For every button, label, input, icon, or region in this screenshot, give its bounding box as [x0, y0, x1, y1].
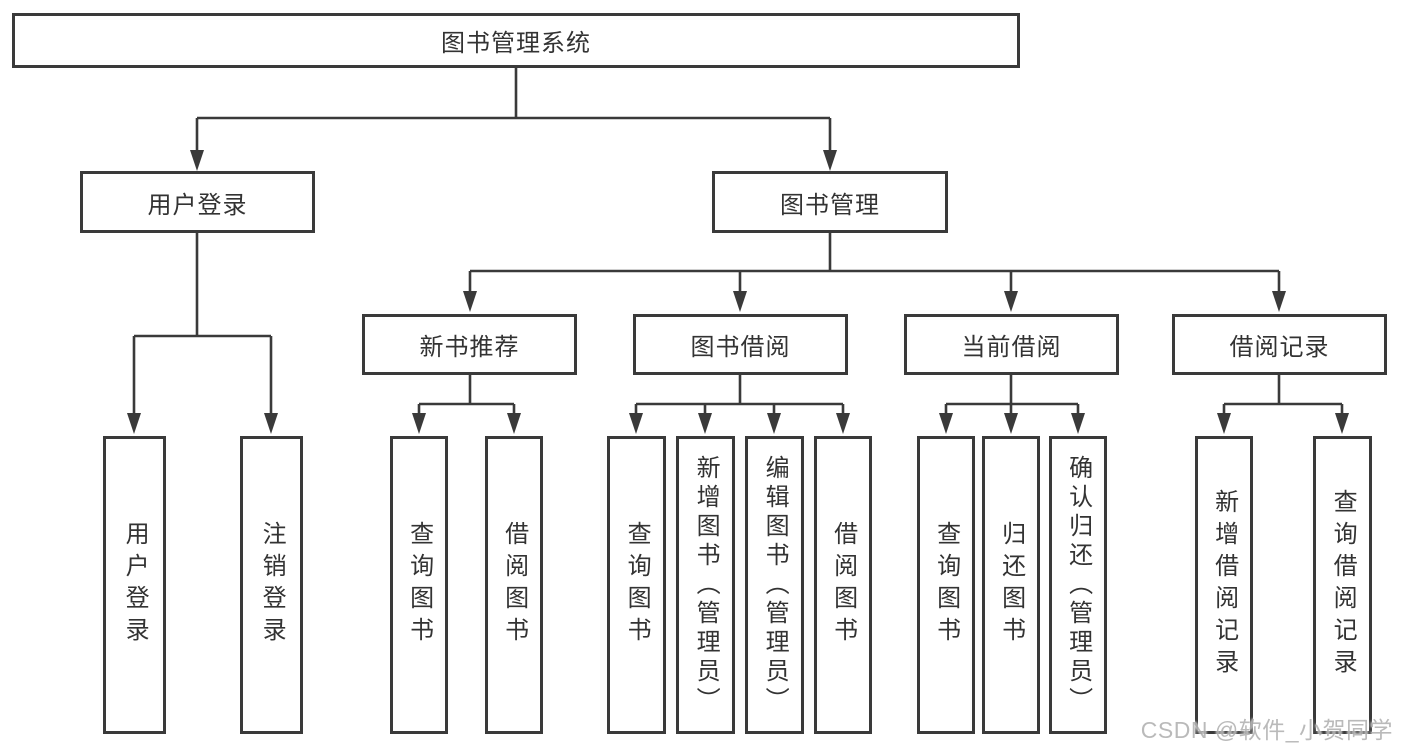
node-label: 图书借阅 — [690, 334, 791, 361]
leaf-nb-borrow-book: 借阅图书 — [485, 436, 543, 734]
node-current-borrow: 当前借阅 — [904, 314, 1119, 375]
node-label: 图书管理系统 — [441, 30, 591, 57]
node-user-login: 用户登录 — [80, 171, 315, 233]
node-label: 确认归还（管理员） — [1064, 454, 1092, 716]
leaf-cb-return-book: 归还图书 — [982, 436, 1040, 734]
node-label: 编辑图书（管理员） — [761, 454, 789, 716]
leaf-bb-query-book: 查询图书 — [607, 436, 666, 734]
node-label: 归还图书 — [997, 521, 1025, 649]
leaf-logout-login: 注销登录 — [240, 436, 303, 734]
node-new-book-recommend: 新书推荐 — [362, 314, 577, 375]
leaf-cb-confirm-return-admin: 确认归还（管理员） — [1049, 436, 1107, 734]
leaf-bb-borrow-book: 借阅图书 — [814, 436, 872, 734]
leaf-br-query-record: 查询借阅记录 — [1313, 436, 1372, 734]
node-label: 借阅记录 — [1229, 334, 1330, 361]
node-label: 当前借阅 — [961, 334, 1062, 361]
node-label: 查询借阅记录 — [1329, 489, 1357, 681]
node-label: 用户登录 — [121, 521, 149, 649]
node-borrow-records: 借阅记录 — [1172, 314, 1387, 375]
leaf-bb-add-book-admin: 新增图书（管理员） — [676, 436, 735, 734]
node-label: 注销登录 — [258, 521, 286, 649]
leaf-br-add-record: 新增借阅记录 — [1195, 436, 1253, 734]
node-label: 查询图书 — [623, 521, 651, 649]
node-label: 查询图书 — [932, 521, 960, 649]
leaf-nb-query-book: 查询图书 — [390, 436, 448, 734]
node-label: 查询图书 — [405, 521, 433, 649]
node-book-management: 图书管理 — [712, 171, 948, 233]
node-label: 借阅图书 — [829, 521, 857, 649]
leaf-user-login: 用户登录 — [103, 436, 166, 734]
node-label: 新增借阅记录 — [1210, 489, 1238, 681]
leaf-cb-query-book: 查询图书 — [917, 436, 975, 734]
node-root: 图书管理系统 — [12, 13, 1020, 68]
node-label: 新增图书（管理员） — [692, 454, 720, 716]
node-label: 图书管理 — [780, 191, 880, 219]
watermark: CSDN @软件_小贺同学 — [1140, 717, 1393, 743]
leaf-bb-edit-book-admin: 编辑图书（管理员） — [745, 436, 804, 734]
node-label: 借阅图书 — [500, 521, 528, 649]
node-book-borrow: 图书借阅 — [633, 314, 848, 375]
node-label: 新书推荐 — [419, 334, 520, 361]
node-label: 用户登录 — [147, 191, 248, 219]
